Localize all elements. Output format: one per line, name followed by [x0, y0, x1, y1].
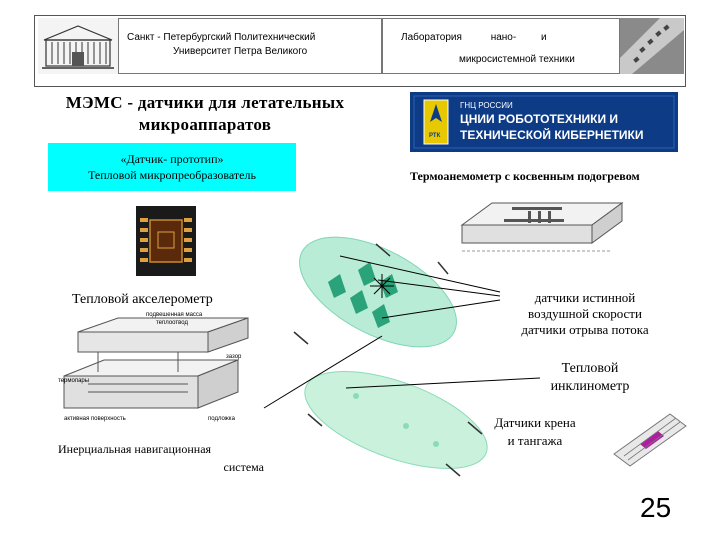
- university-name-line1: Санкт - Петербургский Политехнический: [127, 32, 316, 43]
- prototype-line1: «Датчик- прототип»: [120, 152, 224, 166]
- page-title: МЭМС - датчики для летательных микроаппа…: [65, 93, 345, 134]
- rtc-line1: ЦНИИ РОБОТОТЕХНИКИ И: [460, 112, 619, 126]
- accel-note-top2: теплоотвод: [156, 320, 188, 326]
- ins-label: Инерциальная навигационная система: [58, 442, 264, 474]
- accelerometer-label: Тепловой акселерометр: [72, 292, 213, 307]
- lab-name-line1: Лаборатория нано- и: [401, 32, 547, 43]
- chip-photo: [620, 18, 684, 74]
- university-name-line2: Университет Петра Великого: [173, 46, 308, 57]
- rtc-line2: ТЕХНИЧЕСКОЙ КИБЕРНЕТИКИ: [460, 128, 644, 142]
- rtc-top-text: ГНЦ РОССИИ: [460, 101, 513, 110]
- accel-note-bottom-left: активная поверхность: [64, 416, 126, 422]
- university-logo: [38, 18, 118, 74]
- accel-note-top: подвешенная масса: [146, 312, 203, 318]
- lab-name-line2: микросистемной техники: [459, 54, 575, 65]
- prototype-chip-image: [136, 206, 196, 276]
- lower-aircraft-drawing: [296, 356, 496, 486]
- airspeed-sensors-label: датчики истинной воздушной скорости: [528, 290, 642, 321]
- flow-separation-label: датчики отрыва потока: [521, 322, 649, 337]
- lab-cell: Лаборатория нано- и микросистемной техни…: [382, 18, 620, 74]
- thermoanemometer-label: Термоанемометр с косвенным подогревом: [410, 169, 640, 183]
- prototype-line2: Тепловой микропреобразователь: [88, 168, 256, 182]
- accelerometer-diagram: подвешенная масса теплоотвод зазор термо…: [58, 312, 258, 430]
- rtc-logo-banner: РТК ГНЦ РОССИИ ЦНИИ РОБОТОТЕХНИКИ И ТЕХН…: [410, 92, 678, 152]
- accel-note-bottom-right: подложка: [208, 416, 235, 422]
- inclinometer-chip-image: [610, 404, 690, 474]
- roll-pitch-label: Датчики крена и тангажа: [494, 415, 576, 448]
- inclinometer-label: Тепловой инклинометр: [550, 361, 630, 394]
- page-number: 25: [640, 492, 672, 523]
- accel-note-left: термопары: [58, 378, 90, 384]
- prototype-box: «Датчик- прототип» Тепловой микропреобра…: [48, 143, 296, 191]
- rtc-badge: РТК: [429, 133, 441, 139]
- thermoanemometer-diagram: [452, 195, 632, 263]
- university-cell: Санкт - Петербургский Политехнический Ун…: [118, 18, 382, 74]
- accel-note-right: зазор: [226, 354, 242, 360]
- upper-aircraft-drawing: [288, 222, 458, 362]
